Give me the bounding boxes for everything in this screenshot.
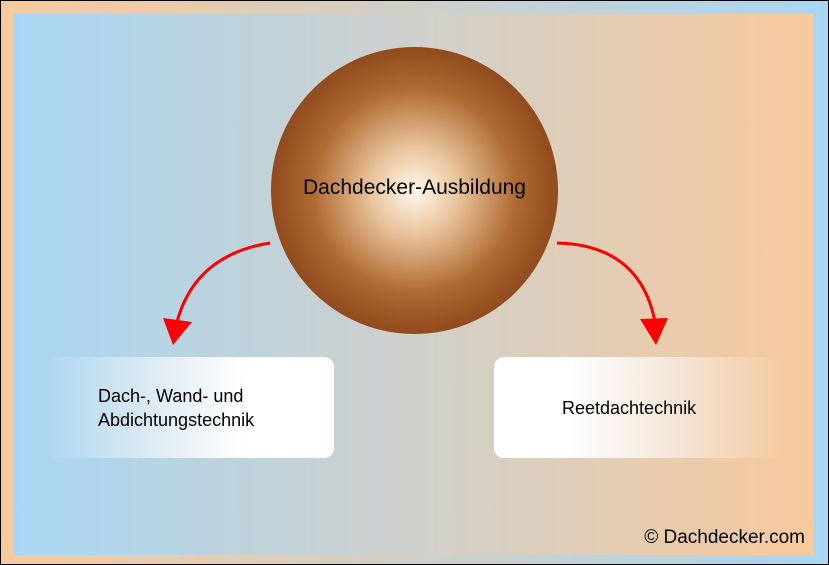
branch-node-thatched-roof: Reetdachtechnik [494, 357, 784, 458]
branch-label-line1: Dach-, Wand- und [98, 385, 244, 406]
branch-node-roof-wall-sealing: Dach-, Wand- und Abdichtungstechnik [44, 357, 334, 458]
copyright-notice: © Dachdecker.com [644, 527, 805, 548]
branch-label-line2: Abdichtungstechnik [98, 409, 255, 430]
central-node-circle [271, 47, 558, 334]
arrowhead-right-icon [640, 318, 668, 345]
central-node-title: Dachdecker-Ausbildung [303, 176, 526, 199]
arrow-right [556, 241, 657, 323]
branch-label: Reetdachtechnik [562, 397, 697, 418]
arrow-left [175, 241, 271, 323]
arrowhead-left-icon [163, 318, 192, 345]
